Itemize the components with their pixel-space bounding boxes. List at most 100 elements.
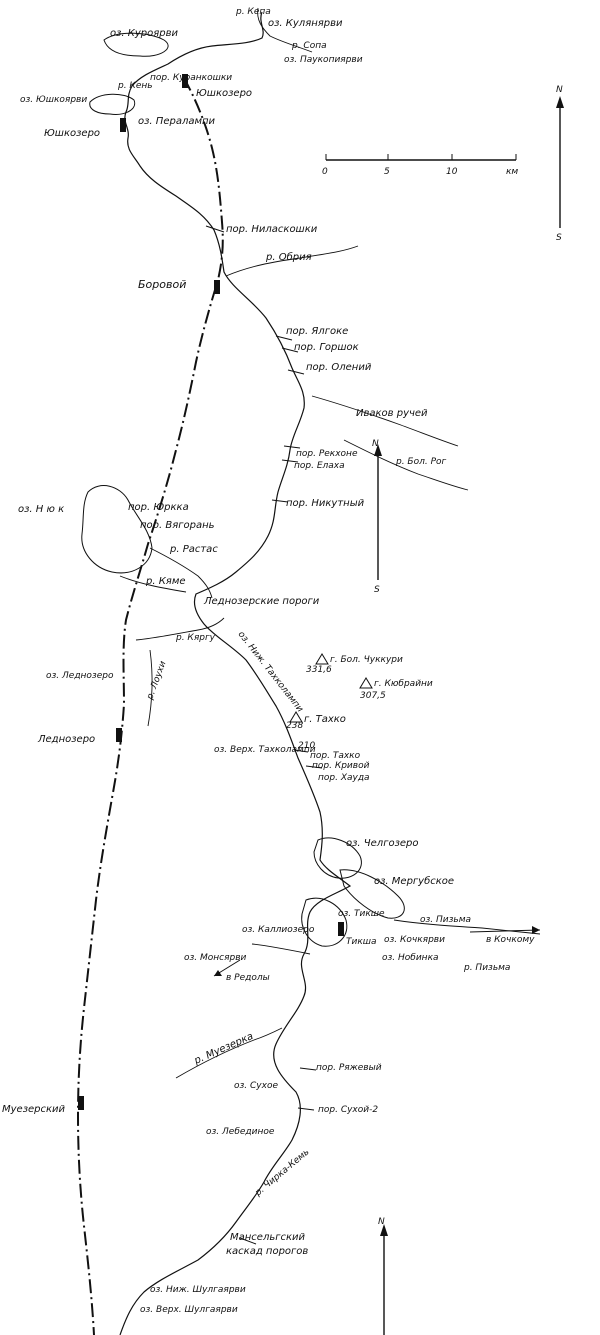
label-oz-sukhoe: оз. Сухое	[234, 1081, 278, 1091]
station-yushkozero-town-marker	[120, 118, 126, 132]
label-oz-nyuk: оз. Н ю к	[18, 504, 64, 515]
arrow-to-kochkomu	[469, 929, 541, 933]
scale-bar: 0 5 10 км	[322, 154, 518, 177]
label-muezersky: Муезерский	[2, 1104, 66, 1115]
label-g-bol-chukkuri: г. Бол. Чуккури	[330, 655, 403, 665]
label-por-rekhkone: пор. Рекхоне	[296, 449, 358, 459]
label-elev-307: 307,5	[360, 691, 386, 701]
label-por-sukhoy2: пор. Сухой-2	[318, 1105, 378, 1115]
label-borovoy: Боровой	[138, 278, 186, 291]
label-r-obriya: р. Обрия	[265, 251, 312, 263]
north-arrow-top: N S	[556, 85, 564, 243]
scale-tick-unit: км	[506, 167, 518, 177]
label-por-takhko: пор. Тахко	[310, 751, 361, 761]
lake-mergubskoe	[339, 869, 405, 919]
tributary-obriya	[225, 245, 359, 277]
arrow-to-kochkomu-head	[532, 926, 540, 934]
label-oz-verkh-shulgayarvi: оз. Верх. Шулгаярви	[140, 1305, 238, 1315]
label-r-kepa: р. Кепа	[235, 7, 271, 17]
label-oz-monsyarvi: оз. Монсярви	[184, 953, 247, 963]
peak-kyubraini-marker	[359, 677, 373, 689]
lake-tikshe	[301, 897, 348, 947]
label-oz-nobinka: оз. Нобинка	[382, 953, 439, 963]
north-arrow-middle: N S	[372, 439, 382, 595]
label-oz-nizh-shulgayarvi: оз. Ниж. Шулгаярви	[150, 1285, 246, 1295]
label-g-kyubraini: г. Кюбрайни	[374, 679, 433, 689]
label-oz-chelgozero: оз. Челгозеро	[346, 838, 419, 849]
lake-chelgozero	[313, 837, 362, 879]
station-lednozero-marker	[116, 728, 122, 742]
label-por-krivoy: пор. Кривой	[312, 761, 370, 771]
label-yushkozero-station: Юшкозеро	[196, 88, 252, 99]
label-por-ryazhevy: пор. Ряжевый	[316, 1063, 382, 1073]
label-oz-mergubskoe: оз. Мергубское	[374, 875, 454, 887]
north-arrow-top-n: N	[556, 85, 563, 95]
scale-tick-5: 5	[384, 167, 390, 177]
station-yushkozero-marker	[182, 74, 188, 88]
lake-nyuk	[81, 485, 153, 574]
north-arrow-bottom-n: N	[378, 1217, 385, 1227]
label-oz-yushkoyarvi: оз. Юшкоярви	[20, 95, 87, 105]
label-oz-kochkyarvi: оз. Кочкярви	[384, 935, 445, 945]
station-tiksha-marker	[338, 922, 344, 936]
north-arrow-middle-n: N	[372, 439, 379, 449]
scale-tick-10: 10	[446, 167, 458, 177]
station-borovoy-marker	[214, 280, 220, 294]
label-por-gorshok: пор. Горшок	[294, 342, 359, 353]
label-r-rastas: р. Растас	[169, 544, 218, 555]
label-r-kyargu: р. Кяргу	[175, 633, 216, 643]
label-oz-pizma: оз. Пизьма	[420, 915, 471, 925]
main-river	[119, 11, 352, 1335]
label-por-kurankoshki: пор. Куранкошки	[150, 73, 232, 83]
label-por-yalgoke: пор. Ялгоке	[286, 326, 348, 337]
station-muezersky-marker	[78, 1096, 84, 1110]
tributary-muezerka	[175, 1027, 283, 1079]
label-por-nilaskoshki: пор. Ниласкошки	[226, 224, 318, 235]
label-r-ken: р. Кень	[117, 81, 153, 91]
label-oz-nizh-takhkolampi: оз. Ниж. Тахколампи	[236, 630, 305, 715]
scale-tick-0: 0	[322, 167, 328, 177]
label-por-vyagoran: пор. Вягорань	[140, 520, 215, 531]
label-yushkozero-town: Юшкозеро	[44, 128, 100, 139]
label-r-muezerka: р. Муезерка	[192, 1031, 255, 1067]
label-oz-lebedinoe: оз. Лебединое	[206, 1127, 275, 1137]
label-manselgsky-line1: Мансельгский	[230, 1232, 306, 1243]
arrow-to-redoly-head	[214, 970, 222, 976]
rapids-marks	[205, 225, 323, 1245]
tributary-kepa	[257, 7, 313, 53]
label-lednozero-station: Леднозеро	[37, 734, 95, 745]
label-v-redoly: в Редолы	[226, 973, 270, 983]
ivakov-ruchey-line	[311, 395, 459, 447]
label-g-takhko: г. Тахко	[304, 714, 346, 725]
label-por-elakha: пор. Елаха	[294, 461, 345, 471]
tributary-kyame	[119, 575, 187, 593]
tributary-pizma-east	[393, 919, 541, 935]
lake-kuroyarvi	[103, 32, 169, 57]
label-elev-238: 238	[286, 721, 303, 731]
peak-bol-chukkuri-marker	[315, 653, 329, 665]
label-r-pizma: р. Пизьма	[463, 963, 510, 973]
label-r-louzhi: р. Лоухи	[145, 660, 169, 702]
tributary-rastas	[149, 547, 213, 599]
label-por-nikutny: пор. Никутный	[286, 498, 365, 509]
north-arrow-middle-s: S	[374, 585, 380, 595]
label-ivakov-ruchey: Иваков ручей	[356, 408, 428, 419]
tributary-monsyarvi	[251, 943, 311, 955]
label-manselgsky-line2: каскад порогов	[226, 1246, 308, 1257]
label-oz-lednozero: оз. Леднозеро	[46, 671, 114, 681]
label-v-kochkomu: в Кочкому	[486, 935, 535, 945]
north-arrow-bottom: N	[378, 1217, 388, 1335]
tributary-kyargu	[135, 617, 225, 641]
label-lednozerskie-porogi: Леднозерские пороги	[203, 596, 320, 607]
label-oz-peralampi: оз. Пералампи	[138, 116, 216, 127]
label-elev-210: 210	[298, 741, 315, 751]
label-oz-kuroyarvi: оз. Куроярви	[110, 28, 179, 39]
label-r-kyame: р. Кяме	[145, 576, 186, 587]
label-oz-kulyanyarvi: оз. Кулянярви	[268, 18, 343, 29]
label-por-oleniy: пор. Олений	[306, 362, 372, 373]
label-tiksha: Тикша	[346, 937, 377, 947]
label-oz-paukopiyarvi: оз. Паукопиярви	[284, 55, 363, 65]
label-r-bol-pag: р. Бол. Рог	[395, 457, 447, 467]
